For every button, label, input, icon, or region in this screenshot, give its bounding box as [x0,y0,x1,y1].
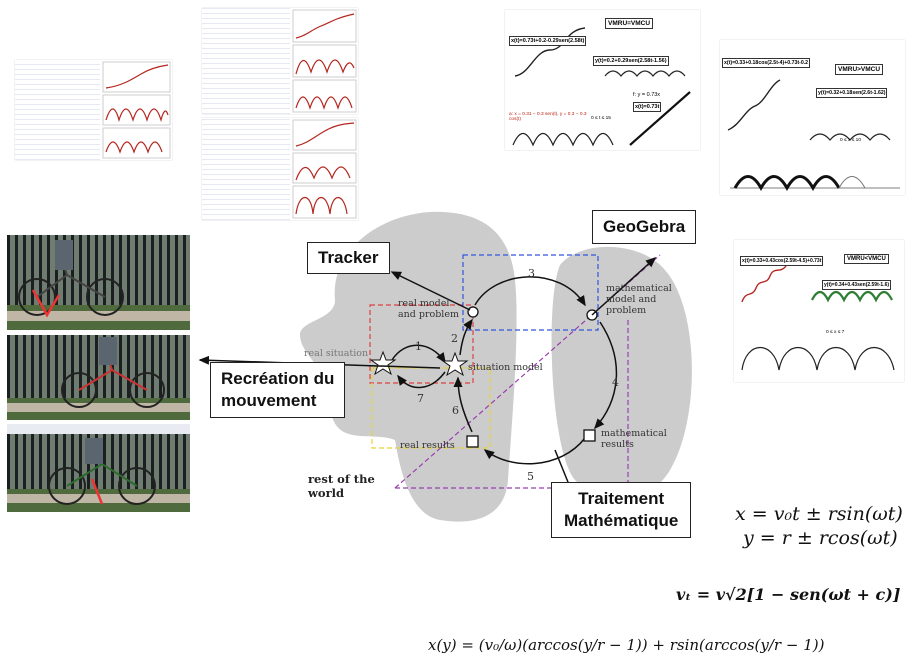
y-equation: y = r ± rcos(ωt) [743,527,898,549]
real-results-node [466,435,479,448]
tracker-arrow [390,271,471,311]
xy-equation: x(y) = (v₀/ω)(arccos(y/r − 1)) + rsin(ar… [428,636,825,654]
situation-model-star [441,351,469,377]
x-formula: x(t)=0.33+0.18cos(2.5t-4)+0.73t-0.2 [722,58,811,68]
real-results-label: real results [400,440,455,451]
f-line: f: y = 0.73x [633,92,661,98]
geogebra-dashed-box [462,254,599,331]
step-5: 5 [527,470,534,483]
tracker-table-thumbnail-3 [202,118,358,220]
tracker-callout: Tracker [307,242,390,274]
bike-photo-2 [7,335,190,420]
cycloid-curve [105,141,163,154]
arrow-3 [474,276,586,307]
y-formula: y(t)=0.2+0.29sen(2.58t-1.56) [593,56,669,66]
y-formula: y(t)=0.32+0.18sen(2.6t-1.62) [816,88,888,98]
badge: VMRU<VMCU [844,254,889,264]
range: 0 ≤ t ≤ 15 [591,116,611,121]
bike-photo-1 [7,235,190,330]
position-curve [105,64,169,89]
real-model-node [467,306,479,318]
geogebra-panel-equal: VMRU=VMCU x(t)=0.73t+0.2-0.29sen(2.58t) … [505,10,700,150]
arrow-4 [594,321,618,430]
geogebra-arrow [591,256,657,316]
velocity-equation: vₜ = v√2[1 − sen(ωt + c)] [676,585,901,604]
step-1: 1 [415,340,422,353]
tracker-table-thumbnail-1 [15,60,172,160]
geogebra-panel-greater: VMRU>VMCU x(t)=0.33+0.18cos(2.5t-4)+0.73… [720,40,905,195]
x-equation: x = v₀t ± rsin(ωt) [735,503,903,525]
arrow-6 [453,376,473,433]
math-results-node [583,429,596,442]
x-formula: x(t)=0.73t+0.2-0.29sen(2.58t) [509,36,587,46]
step-3: 3 [528,267,535,280]
real-situation-star [369,350,397,376]
step-4: 4 [612,376,619,389]
badge: VMRU>VMCU [835,64,884,75]
real-situation-label: real situation [304,348,369,359]
x-line: x(t)=0.73t [633,102,662,112]
bike-photo-3 [7,424,190,512]
velocity-curve [105,108,169,123]
x-formula: x(t)=0.33+0.43cos(2.59t-4.5)+0.73t [740,256,824,266]
y-formula: y(t)=0.34+0.43sen(2.59t-1.6) [822,280,892,290]
badge: VMRU=VMCU [605,18,654,29]
arrow-1 [391,344,446,364]
geogebra-panel-less: VMRU<VMCU x(t)=0.33+0.43cos(2.59t-4.5)+0… [734,240,904,382]
purple-diagonal [394,254,661,489]
step-2: 2 [451,332,458,345]
arrow-7 [397,371,446,389]
range: 0 ≤ x ≤ 10 [840,138,861,143]
geogebra-callout: GeoGebra [592,210,697,244]
tracker-table-thumbnail-2 [202,8,358,114]
range: 0 ≤ x ≤ 7 [826,330,845,335]
real-model-dashed-box [369,304,474,384]
arrow-2 [459,318,473,356]
situation-model-label: situation model [468,362,543,373]
step-6: 6 [452,404,459,417]
step-7: 7 [417,392,424,405]
param: a: x = 0.31 − 0.3 sen(t), y = 0.3 − 0.3 … [509,112,587,122]
arrow-5 [483,437,586,465]
